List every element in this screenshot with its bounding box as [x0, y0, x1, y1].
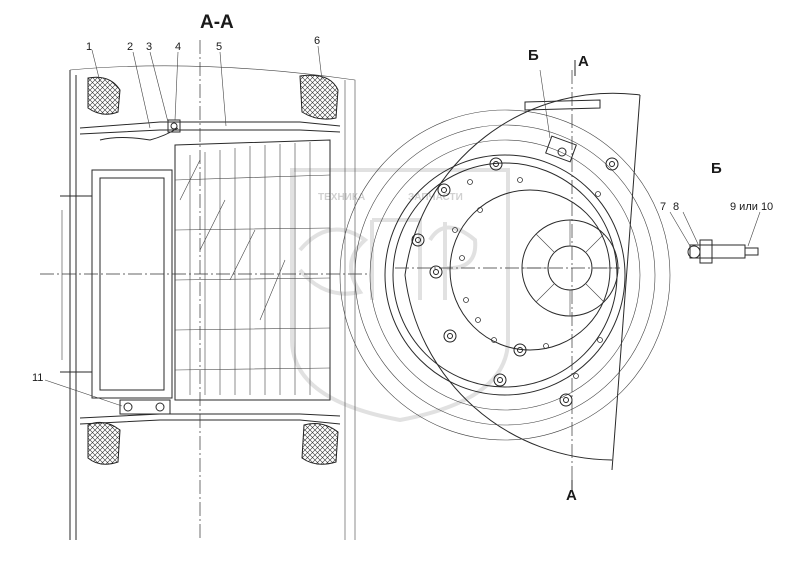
section-mark-a-bottom: А — [566, 487, 577, 504]
section-view-aa — [40, 40, 370, 540]
watermark: ТЕХНИКА ЗАПЧАСТИ — [290, 168, 510, 423]
callout-2: 2 — [127, 41, 133, 53]
section-mark-a-top: А — [578, 53, 589, 70]
bolt-holes — [411, 157, 619, 407]
callout-3: 3 — [146, 41, 152, 53]
wheel-front-view — [339, 60, 671, 490]
small-holes — [452, 177, 603, 379]
callout-11: 11 — [32, 372, 43, 384]
callout-8: 8 — [673, 201, 679, 213]
labels: А-А Б Б А А 1 2 3 4 5 6 7 8 9 или 10 11 — [32, 12, 773, 504]
section-title: А-А — [200, 12, 234, 33]
callout-6: 6 — [314, 35, 320, 47]
watermark-text-2: ЗАПЧАСТИ — [408, 192, 463, 203]
callout-1: 1 — [86, 41, 92, 53]
detail-view-b — [669, 211, 761, 264]
fins — [174, 139, 331, 401]
callout-4: 4 — [175, 41, 181, 53]
view-b-title: Б — [711, 160, 722, 177]
watermark-text-1: ТЕХНИКА — [318, 192, 365, 203]
callout-5: 5 — [216, 41, 222, 53]
callout-9-or-10: 9 или 10 — [730, 201, 773, 213]
callout-7: 7 — [660, 201, 666, 213]
section-mark-b-top: Б — [528, 47, 539, 64]
